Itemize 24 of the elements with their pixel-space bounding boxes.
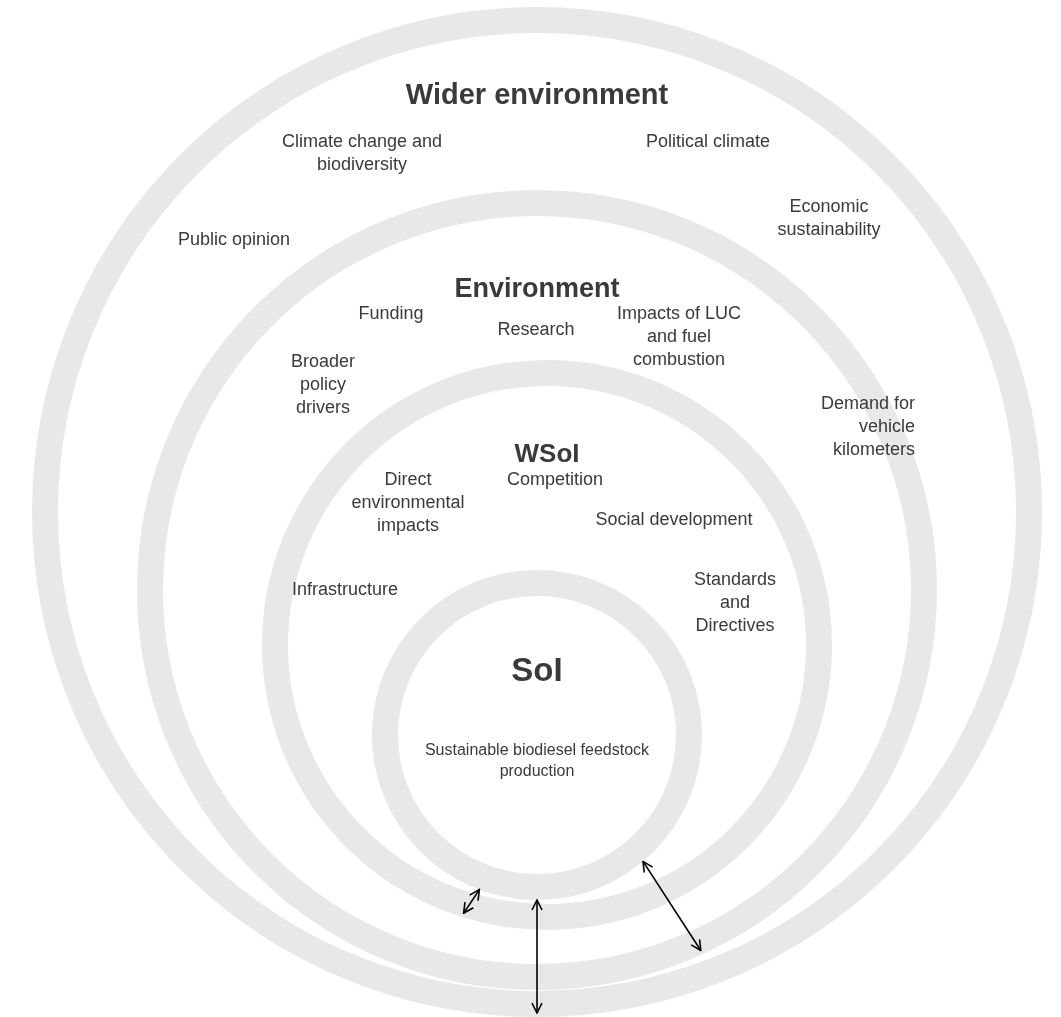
circle-title: Environment <box>454 273 620 304</box>
circle-title: SoI <box>511 651 563 689</box>
circle-title: Wider environment <box>405 78 669 111</box>
factor-label: Public opinion <box>176 228 292 251</box>
double-arrow <box>531 899 543 1014</box>
factor-label: Direct environmental impacts <box>350 468 466 537</box>
circle-ring <box>137 190 937 990</box>
double-arrow <box>642 860 702 952</box>
factor-label: Climate change and biodiversity <box>280 130 444 176</box>
factor-label: Research <box>496 318 576 341</box>
factor-label: Infrastructure <box>290 578 399 601</box>
factor-label: Funding <box>357 302 425 325</box>
factor-label: Standards and Directives <box>692 568 778 637</box>
double-arrow <box>462 888 481 915</box>
factor-label: Economic sustainability <box>776 195 882 241</box>
circle-text: Sustainable biodiesel feedstock production <box>423 740 651 781</box>
circle-title: WSoI <box>514 438 580 469</box>
factor-label: Broader policy drivers <box>289 350 356 419</box>
factor-label: Impacts of LUC and fuel combustion <box>615 302 742 371</box>
factor-label: Demand for vehicle kilometers <box>819 392 915 461</box>
factor-label: Competition <box>505 468 604 491</box>
factor-label: Social development <box>594 508 754 531</box>
circle-ring <box>32 7 1042 1017</box>
factor-label: Political climate <box>644 130 771 153</box>
